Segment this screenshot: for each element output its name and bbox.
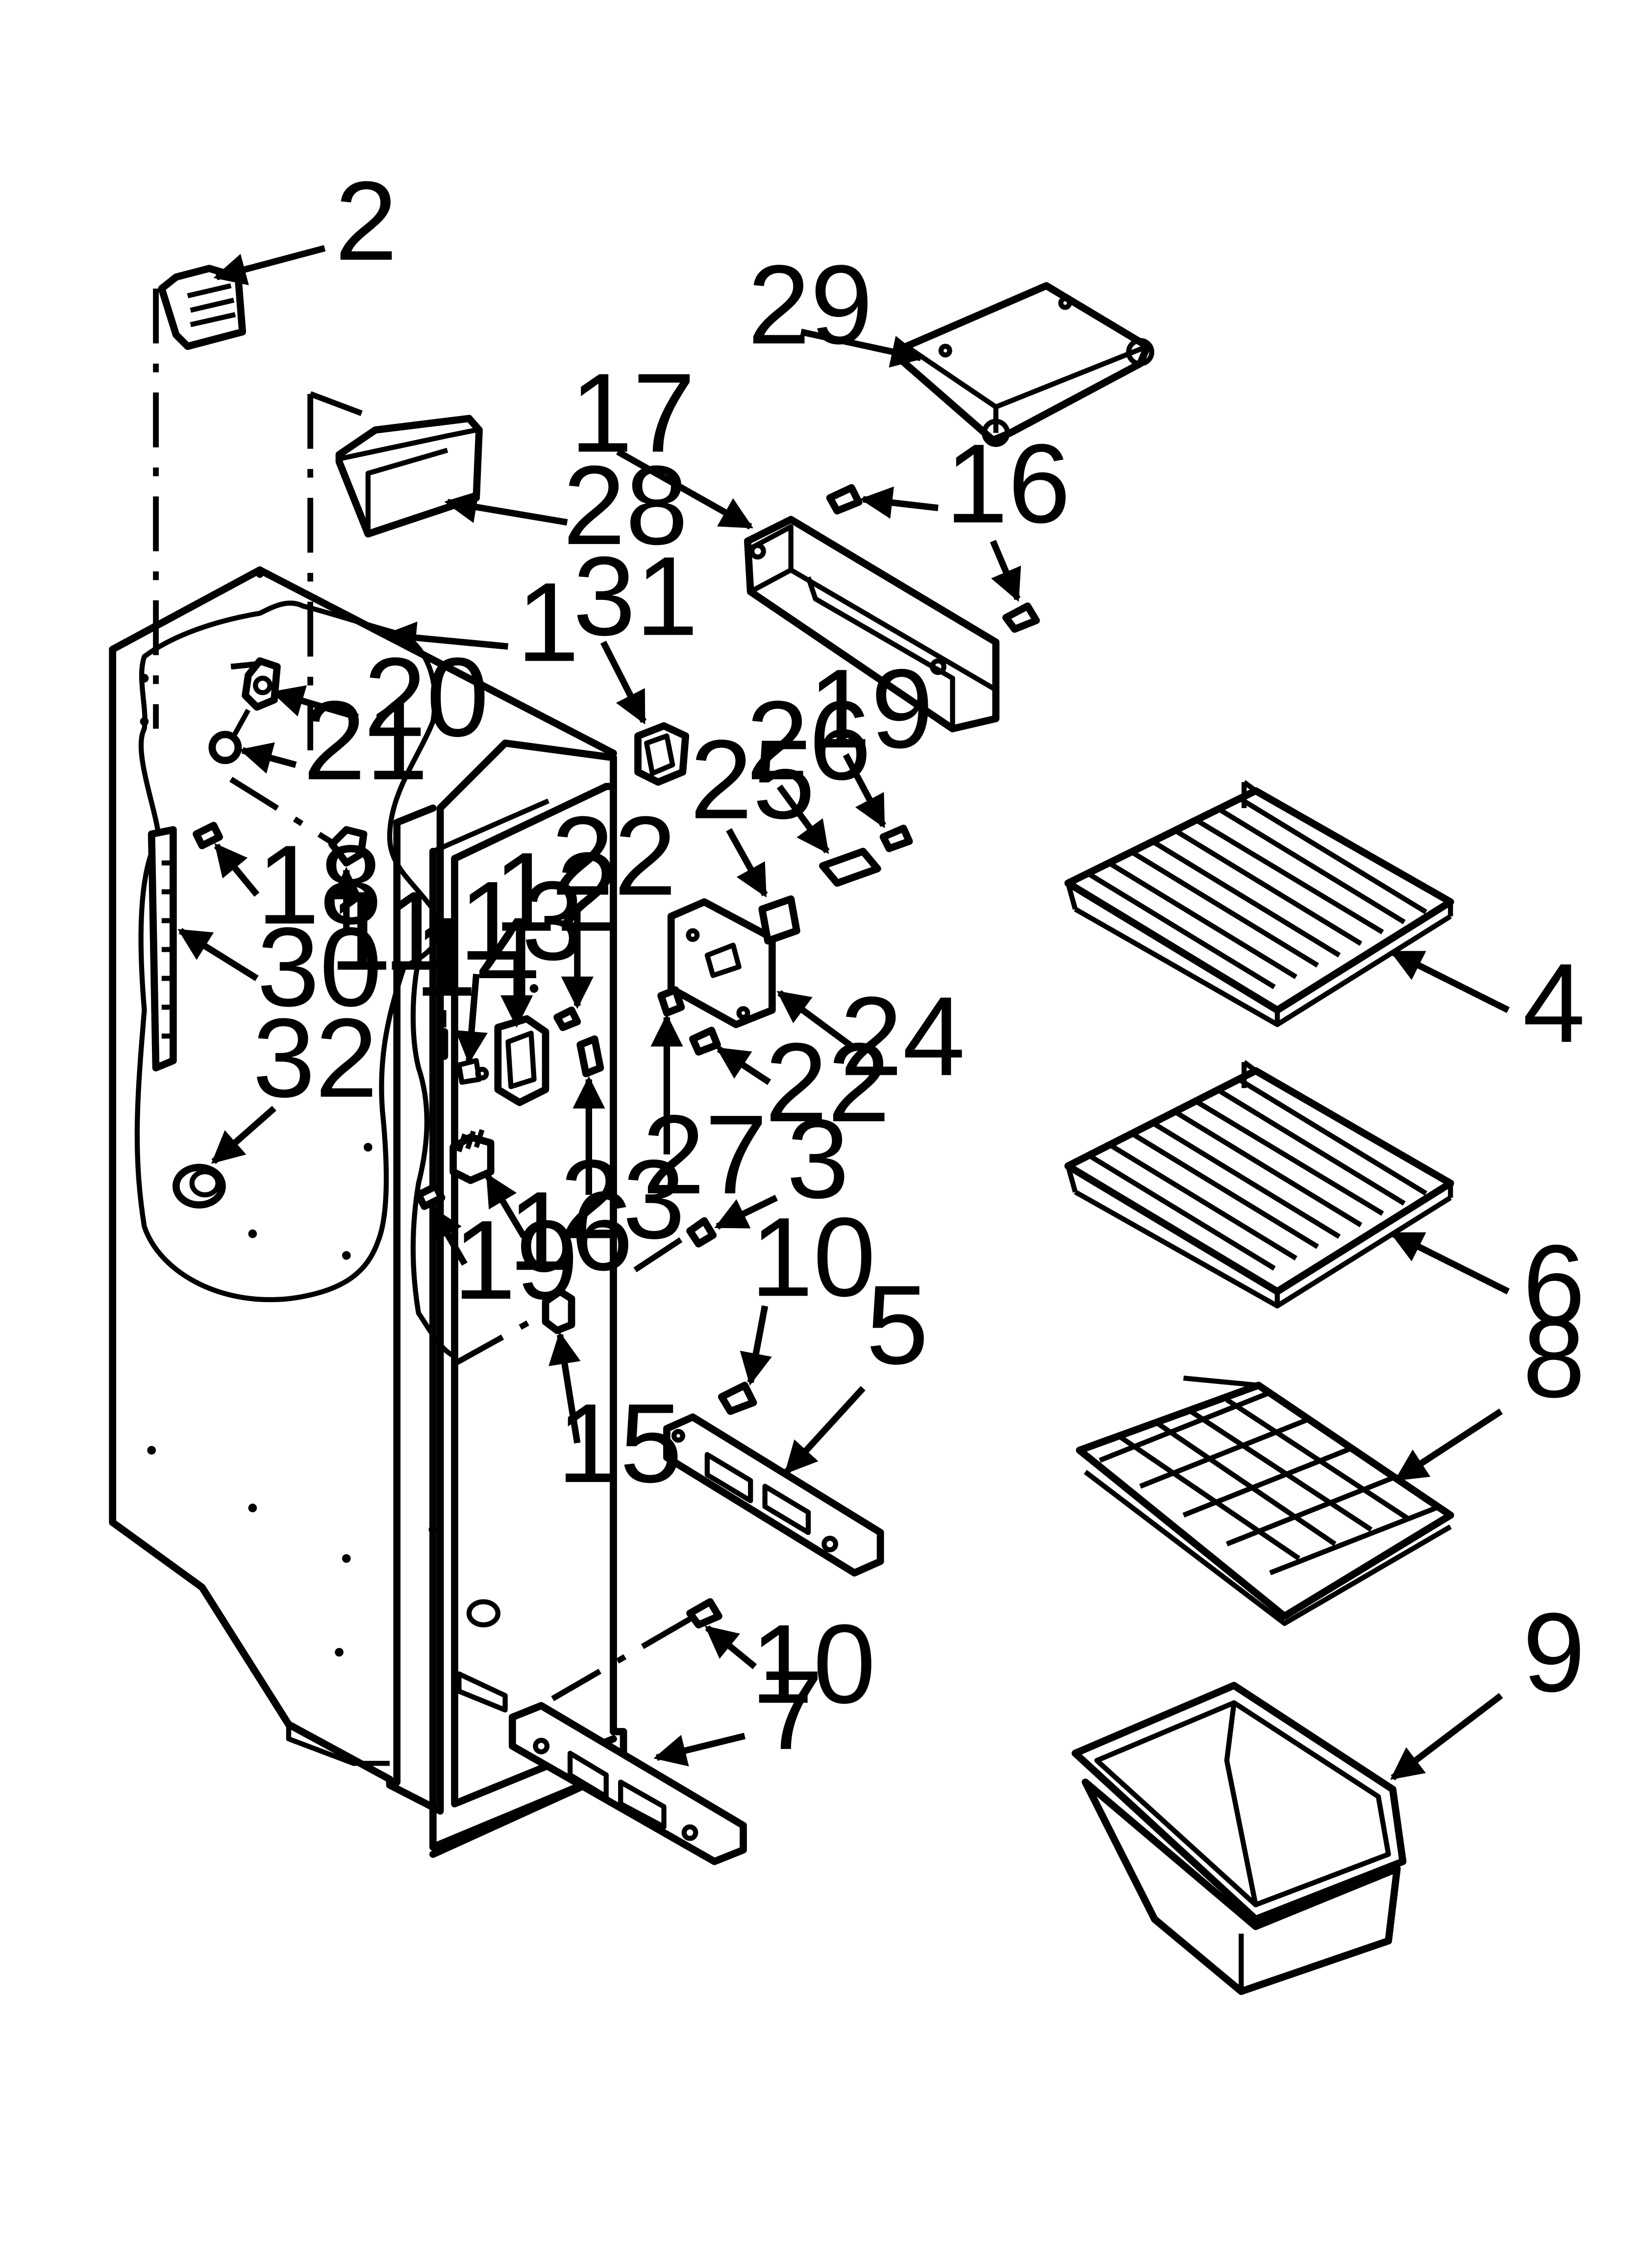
callout-1: 1 (517, 559, 579, 685)
part-13-spring (456, 1058, 489, 1085)
part-30-shelf-rail (148, 826, 177, 1072)
part-6-shelf (1064, 1060, 1454, 1309)
part-25-bracket (758, 895, 800, 945)
callout-14: 14 (414, 894, 539, 1020)
part-17-channel (744, 516, 1000, 733)
callout-11: 11 (329, 868, 446, 994)
part-22-screw-left (553, 1006, 581, 1031)
callout-24: 24 (840, 973, 965, 1099)
callout-19-right: 19 (808, 645, 933, 771)
callout-8: 8 (1523, 1295, 1586, 1421)
part-16-screw-upper-2 (1002, 602, 1040, 633)
callout-7: 7 (761, 1647, 823, 1773)
part-19-screw-right (879, 824, 913, 852)
callout-29: 29 (747, 242, 872, 368)
part-20-light-socket (242, 657, 281, 711)
part-2-hinge-cover (158, 265, 247, 350)
callout-32: 32 (252, 995, 377, 1121)
part-8-wire-shelf (1076, 1375, 1454, 1626)
callout-28: 28 (563, 442, 688, 568)
part-22-screw-right (689, 1027, 721, 1056)
callout-10-upper: 10 (750, 1194, 875, 1320)
callout-16-lower: 16 (508, 1168, 633, 1294)
callout-16-upper: 16 (945, 420, 1070, 546)
callout-21: 21 (303, 677, 428, 803)
part-7-shelf-support (508, 1702, 747, 1865)
part-12-control-housing (494, 1015, 549, 1107)
callout-23: 23 (560, 1136, 685, 1262)
part-4-shelf (1064, 780, 1454, 1027)
callout-25: 25 (690, 716, 815, 842)
callout-12: 12 (494, 829, 619, 955)
part-21-light-bulb (208, 709, 250, 764)
leader-lines (177, 245, 1510, 1781)
callout-22-left: 22 (551, 793, 676, 919)
callout-31: 31 (573, 533, 698, 659)
part-16-thermostat (449, 1129, 495, 1184)
callout-10-lower: 10 (750, 1601, 875, 1727)
part-19-screw-left (415, 1183, 446, 1210)
callout-15: 15 (557, 1380, 682, 1506)
callout-20: 20 (364, 634, 489, 760)
callout-4: 4 (1523, 940, 1586, 1066)
part-18-screw (193, 821, 223, 849)
part-24-control-plate (667, 898, 776, 1029)
callout-30: 30 (257, 904, 382, 1030)
callout-26: 26 (746, 677, 871, 803)
part-3-screw (686, 1217, 717, 1248)
callout-22-right: 22 (765, 1019, 890, 1145)
part-27-knob (657, 986, 685, 1017)
part-16-screw-upper-1 (826, 484, 863, 515)
part-9-bin (1071, 1681, 1407, 1995)
callout-6: 6 (1523, 1221, 1586, 1347)
part-28-light-shield (335, 415, 483, 538)
part-23-bracket (576, 1035, 604, 1078)
part-32-control-knob (172, 1163, 226, 1209)
callout-9: 9 (1523, 1589, 1586, 1715)
part-10-screw-lower (686, 1598, 722, 1628)
part-29-hinge (898, 282, 1154, 447)
callout-27: 27 (642, 1091, 767, 1217)
callout-2: 2 (335, 158, 398, 284)
callout-17: 17 (570, 350, 695, 476)
part-15-switch (542, 1288, 575, 1334)
callout-labels: 2 29 17 16 28 31 1 20 19 21 26 25 22 18 … (252, 158, 1585, 1773)
part-11-clip (328, 826, 368, 867)
callout-13: 13 (459, 858, 584, 984)
callout-19-left: 19 (453, 1197, 578, 1323)
part-10-screw-upper (718, 1381, 757, 1415)
callout-5: 5 (866, 1262, 929, 1388)
part-31-cover (634, 722, 690, 786)
callout-18: 18 (257, 822, 382, 948)
part-26-thermistor (819, 847, 881, 887)
part-5-shelf-support (663, 1413, 884, 1577)
callout-3: 3 (787, 1096, 849, 1222)
